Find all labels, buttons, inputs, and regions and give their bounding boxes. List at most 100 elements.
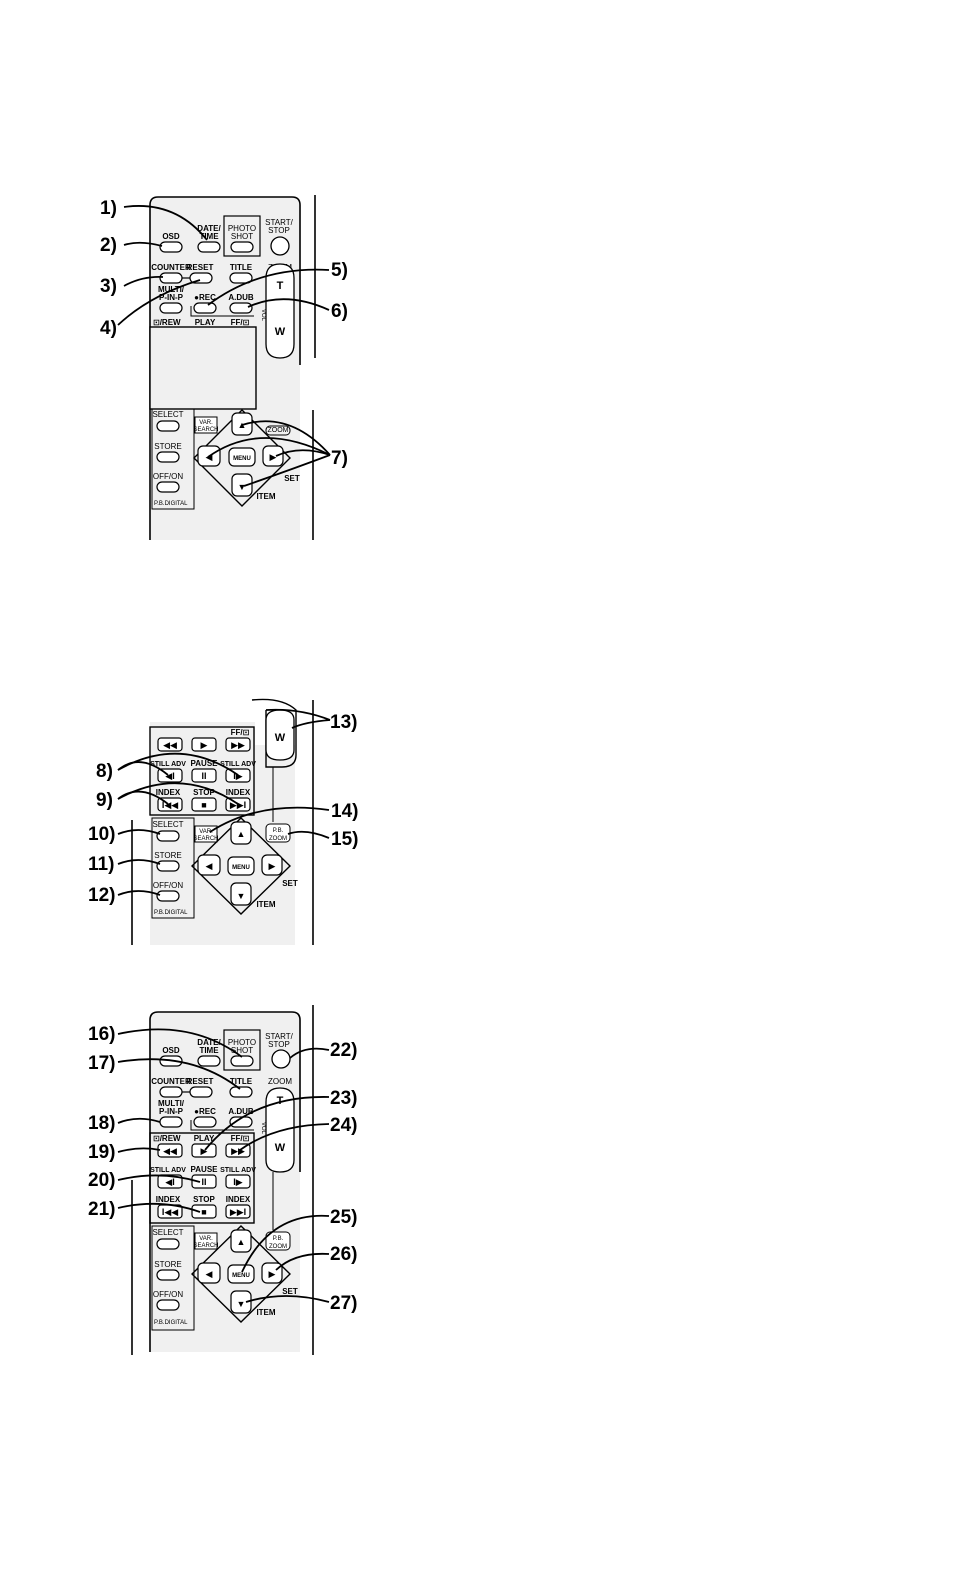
reset-button-3[interactable] (189, 1086, 213, 1098)
off-on-button-3[interactable] (156, 1299, 180, 1311)
transport-frame-3 (149, 1132, 255, 1224)
play-button-3[interactable] (191, 1143, 217, 1158)
select-button-3[interactable] (156, 1238, 180, 1250)
rec-button-3[interactable] (193, 1116, 217, 1128)
off-on-label-2: OFF/ON (153, 881, 183, 890)
ff-button-2[interactable] (225, 737, 251, 752)
leader-15 (287, 830, 330, 839)
off-on-button[interactable] (156, 481, 180, 493)
index-fwd-label-3: INDEX (226, 1195, 251, 1204)
index-fwd-button-3[interactable] (225, 1204, 251, 1219)
stop-icon-2: ■ (201, 800, 206, 810)
still-adv-fwd-button-3[interactable] (225, 1174, 251, 1189)
start-stop-button-3[interactable] (271, 1049, 291, 1069)
dpad-up[interactable] (231, 412, 253, 436)
pb-zoom-label-1-2: P.B. (273, 828, 284, 834)
set-label-2: SET (282, 879, 298, 888)
title-button[interactable] (229, 272, 253, 284)
var-search-label-1: VAR. (199, 420, 213, 426)
dpad-left-2[interactable] (197, 854, 221, 876)
a-dub-button-3[interactable] (229, 1116, 253, 1128)
dpad-down-2[interactable] (230, 882, 252, 906)
var-search-label-2-2: SEARCH (193, 836, 218, 842)
multi-pinp-button[interactable] (159, 302, 183, 314)
counter-button-3[interactable] (159, 1086, 183, 1098)
dpad-right[interactable] (262, 445, 284, 467)
callout-16: 16) (88, 1024, 115, 1045)
stop-button-3[interactable] (191, 1204, 217, 1219)
callout-2: 2) (100, 235, 117, 256)
up-arrow-icon-2: ▲ (237, 829, 246, 839)
pause-button-3[interactable] (191, 1174, 217, 1189)
select-label-3: SELECT (152, 1228, 183, 1237)
var-search-button[interactable] (194, 416, 218, 434)
select-label-2: SELECT (152, 820, 183, 829)
menu-button[interactable] (228, 447, 256, 467)
dpad-up-2[interactable] (230, 821, 252, 845)
leader-17 (117, 1058, 241, 1090)
wide-label-2: W (275, 732, 286, 744)
leader-26 (275, 1252, 330, 1271)
multi-label-1-3: MULTI/ (158, 1099, 185, 1108)
dpad-frame-2 (190, 817, 292, 915)
pb-zoom-label-2-2: ZOOM (269, 836, 287, 842)
pb-zoom-button[interactable] (265, 425, 291, 436)
var-search-label-1-3: VAR. (199, 1236, 213, 1242)
date-time-label-1-3: DATE/ (197, 1038, 221, 1047)
title-button-3[interactable] (229, 1086, 253, 1098)
dpad-up-3[interactable] (230, 1229, 252, 1253)
a-dub-label-3: A.DUB (228, 1107, 254, 1116)
figure-3: OSD DATE/ TIME PHOTO SHOT START/ STOP CO… (88, 1005, 357, 1355)
multi-pinp-button-3[interactable] (159, 1116, 183, 1128)
menu-button-3[interactable] (227, 1264, 255, 1284)
photo-shot-button-3[interactable] (230, 1055, 254, 1067)
menu-label-2: MENU (232, 865, 250, 871)
dpad-down[interactable] (231, 473, 253, 497)
store-button[interactable] (156, 451, 180, 463)
set-label: SET (284, 474, 300, 483)
date-time-button-3[interactable] (197, 1055, 221, 1067)
still-adv-back-button-3[interactable] (157, 1174, 183, 1189)
figure-1: OSD DATE/ TIME PHOTO SHOT START/ STOP CO… (100, 195, 348, 540)
store-button-3[interactable] (156, 1269, 180, 1281)
stop-button-2[interactable] (191, 797, 217, 812)
photo-shot-button[interactable] (230, 241, 254, 253)
callout-11: 11) (88, 854, 114, 875)
start-stop-button[interactable] (270, 236, 290, 256)
start-stop-label-2-3: STOP (268, 1040, 290, 1049)
leader-9b (117, 782, 239, 805)
ff-label-3: FF/⊡ (231, 1134, 250, 1143)
rec-button[interactable] (193, 302, 217, 314)
counter-button[interactable] (159, 272, 183, 284)
select-button[interactable] (156, 420, 180, 432)
date-time-button[interactable] (197, 241, 221, 253)
leader-7a (241, 420, 331, 456)
menu-button-2[interactable] (227, 856, 255, 876)
store-button-2[interactable] (156, 860, 180, 872)
select-button-2[interactable] (156, 830, 180, 842)
still-adv-fwd-button-2[interactable] (225, 768, 251, 783)
index-fwd-button-2[interactable] (225, 797, 251, 812)
rec-dub-bracket (190, 306, 254, 317)
leader-10 (117, 829, 161, 835)
play-button-2[interactable] (191, 737, 217, 752)
zoom-rocker-2[interactable] (265, 709, 295, 761)
pause-button-2[interactable] (191, 768, 217, 783)
off-on-button-2[interactable] (156, 890, 180, 902)
dpad-right-2[interactable] (261, 854, 283, 876)
var-search-button-3[interactable] (194, 1232, 218, 1250)
zoom-rocker[interactable] (265, 263, 295, 359)
photo-shot-label-1-3: PHOTO (228, 1038, 256, 1047)
vol-label: VOL (260, 309, 266, 322)
multi-label-2: P-IN-P (159, 293, 184, 302)
pause-icon-2: II (201, 771, 206, 781)
osd-button[interactable] (159, 241, 183, 253)
dpad-down-3[interactable] (230, 1290, 252, 1314)
dpad-left-3[interactable] (197, 1262, 221, 1284)
leader-7c (275, 449, 331, 457)
leader-19 (117, 1147, 161, 1153)
rew-button-2[interactable] (157, 737, 183, 752)
pb-zoom-button-3[interactable] (265, 1231, 291, 1251)
still-back-icon-3: ◀I (165, 1177, 174, 1187)
a-dub-button[interactable] (229, 302, 253, 314)
